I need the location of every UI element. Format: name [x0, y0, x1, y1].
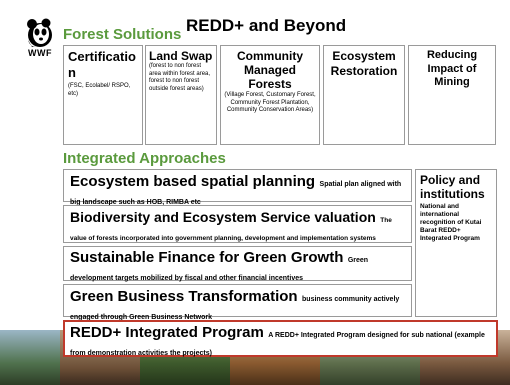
sustainable-finance-desc: Green development targets mobilized by f… — [70, 257, 369, 282]
land-swap-title: Land Swap — [149, 49, 213, 63]
spatial-planning-desc: Spatial plan aligned with big landscape … — [70, 181, 402, 206]
land-swap-sub: (forest to non forest area within forest… — [149, 63, 211, 92]
certification-box: Certificatio n (FSC, Ecolabel/ RSPO, etc… — [63, 45, 143, 145]
green-business-desc: business community actively engaged thro… — [70, 296, 400, 321]
ecosystem-restoration-title: Ecosystem Restoration — [330, 49, 398, 78]
green-business-title: Green Business Transformation — [70, 288, 298, 305]
redd-program-box: REDD+ Integrated Program A REDD+ Integra… — [63, 320, 498, 357]
photo-river — [0, 330, 60, 385]
sustainable-finance-box: Sustainable Finance for Green Growth Gre… — [63, 246, 412, 282]
certification-title: Certificatio n — [68, 49, 136, 80]
spatial-planning-title: Ecosystem based spatial planning — [70, 173, 316, 190]
ecosystem-restoration-box: Ecosystem Restoration — [323, 45, 405, 145]
policy-institutions-box: Policy and institutions National and int… — [415, 169, 497, 317]
wwf-wordmark: WWF — [28, 48, 52, 58]
forest-solutions-heading: Forest Solutions — [63, 26, 182, 43]
slide-title: REDD+ and Beyond — [186, 16, 347, 35]
wwf-logo: WWF — [22, 18, 58, 66]
community-forests-sub: (Village Forest, Customary Forest, Commu… — [224, 92, 316, 113]
spatial-planning-box: Ecosystem based spatial planning Spatial… — [63, 169, 412, 206]
green-business-box: Green Business Transformation business c… — [63, 284, 412, 321]
community-forests-title: Community Managed Forests — [237, 49, 303, 91]
community-forests-box: Community Managed Forests (Village Fores… — [220, 45, 320, 145]
sustainable-finance-title: Sustainable Finance for Green Growth — [70, 249, 344, 266]
biodiversity-valuation-title: Biodiversity and Ecosystem Service valua… — [70, 209, 376, 225]
biodiversity-valuation-desc: The value of forests incorporated into g… — [70, 217, 392, 242]
reducing-mining-title: Reducing Impact of Mining — [426, 49, 478, 88]
reducing-mining-box: Reducing Impact of Mining — [408, 45, 496, 145]
panda-icon — [27, 18, 52, 47]
certification-sub: (FSC, Ecolabel/ RSPO, etc) — [68, 83, 131, 97]
integrated-approaches-heading: Integrated Approaches — [63, 150, 226, 167]
policy-institutions-desc: National and international recognition o… — [420, 203, 482, 242]
policy-institutions-title: Policy and institutions — [420, 173, 485, 201]
redd-program-desc: A REDD+ Integrated Program designed for … — [70, 332, 485, 357]
biodiversity-valuation-box: Biodiversity and Ecosystem Service valua… — [63, 205, 412, 243]
redd-program-title: REDD+ Integrated Program — [70, 324, 264, 341]
land-swap-box: Land Swap (forest to non forest area wit… — [145, 45, 217, 145]
photo-strip — [0, 330, 510, 385]
